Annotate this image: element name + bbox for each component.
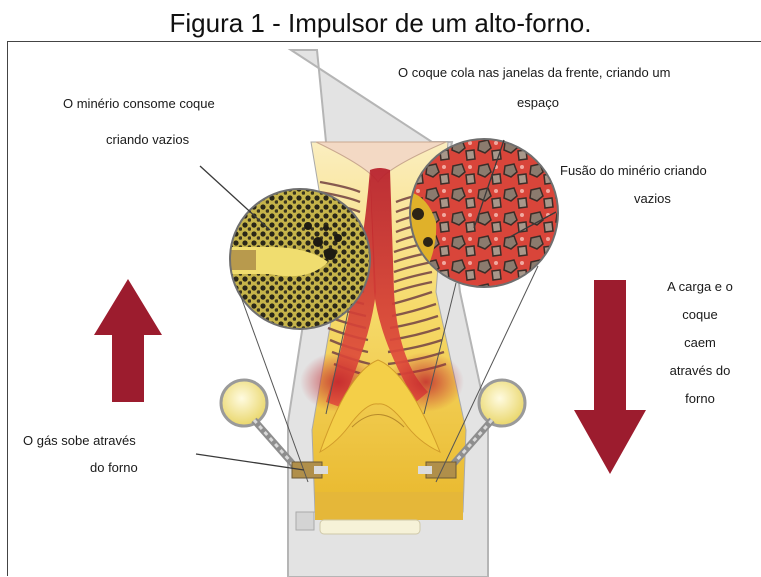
label-ore-melting-2: vazios (634, 187, 671, 211)
arrow-up-icon (94, 279, 162, 402)
label-burden-falls-2: coque (650, 303, 750, 327)
diagram-frame: O minério consome coque criando vazios O… (7, 41, 761, 576)
blast-furnace-diagram (8, 42, 761, 577)
magnifier-ore-melting (410, 139, 558, 287)
arrow-down-icon (574, 280, 646, 474)
label-burden-falls-5: forno (650, 387, 750, 411)
label-ore-consumes-coke-1: O minério consome coque (63, 92, 215, 116)
label-gas-rises-2: do forno (90, 456, 138, 480)
label-coke-sticks-1: O coque cola nas janelas da frente, cria… (398, 61, 670, 85)
label-gas-rises-1: O gás sobe através (23, 429, 136, 453)
label-ore-consumes-coke-2: criando vazios (106, 128, 189, 152)
label-ore-melting-1: Fusão do minério criando (560, 159, 707, 183)
label-burden-falls-3: caem (650, 331, 750, 355)
label-burden-falls-4: através do (650, 359, 750, 383)
label-coke-sticks-2: espaço (517, 91, 559, 115)
label-burden-falls-1: A carga e o (650, 275, 750, 299)
magnifier-ore-consumption (230, 189, 370, 329)
figure-caption: Figura 1 - Impulsor de um alto-forno. (0, 8, 761, 38)
